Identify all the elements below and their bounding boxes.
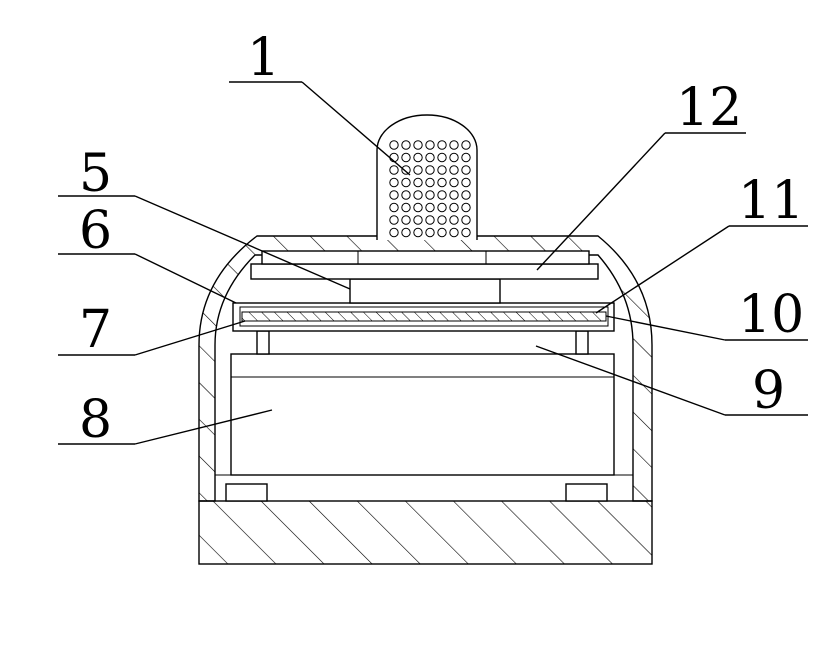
perforation-hole — [437, 177, 447, 188]
perforation-hole — [461, 140, 471, 150]
perforation-hole — [401, 227, 411, 238]
leader-10-pointer — [605, 315, 726, 341]
cap-perforations — [389, 140, 471, 238]
perforation-hole — [461, 165, 471, 175]
base-block — [198, 500, 653, 565]
label-10: 10 — [738, 285, 804, 345]
perforation-hole — [461, 152, 471, 163]
component-12-top-plate — [261, 250, 590, 265]
component-5-block — [349, 278, 501, 304]
leader-5-pointer — [134, 195, 351, 290]
perforation-hole — [449, 177, 459, 188]
perforation-hole — [437, 165, 447, 175]
perforation-hole — [437, 215, 447, 225]
perforation-hole — [401, 202, 411, 213]
perforation-hole — [401, 140, 411, 150]
leader-8-pointer — [134, 409, 273, 445]
label-6: 6 — [79, 201, 112, 261]
leader-12-pointer — [536, 132, 666, 271]
perforation-hole — [401, 152, 411, 163]
perforation-hole — [449, 152, 459, 163]
perforation-hole — [425, 190, 435, 200]
perforation-hole — [401, 215, 411, 225]
leader-11-pointer — [595, 225, 730, 314]
label-9: 9 — [752, 361, 785, 421]
outer-shell — [198, 235, 653, 502]
perforation-hole — [425, 140, 435, 150]
perforation-hole — [389, 215, 399, 225]
leader-9-pointer — [535, 345, 726, 416]
label-7: 7 — [79, 300, 112, 360]
left-foot — [225, 483, 268, 502]
perforation-hole — [425, 215, 435, 225]
perforation-hole — [389, 190, 399, 200]
perforation-hole — [413, 202, 423, 213]
perforation-hole — [437, 202, 447, 213]
perforation-hole — [449, 227, 459, 238]
leader-6-pointer — [134, 253, 237, 304]
perforation-hole — [389, 140, 399, 150]
perforation-hole — [425, 227, 435, 238]
leader-7-pointer — [134, 320, 246, 356]
component-8-box — [230, 353, 615, 476]
perforation-hole — [389, 202, 399, 213]
perforation-hole — [425, 202, 435, 213]
perforation-hole — [449, 140, 459, 150]
perforation-hole — [413, 177, 423, 188]
perforation-hole — [449, 165, 459, 175]
perforation-hole — [413, 227, 423, 238]
perforation-hole — [389, 165, 399, 175]
leader-1-pointer — [301, 81, 411, 176]
label-5: 5 — [79, 144, 112, 204]
perforation-hole — [425, 165, 435, 175]
label-11: 11 — [738, 171, 804, 231]
label-12: 12 — [676, 78, 742, 138]
perforation-hole — [461, 202, 471, 213]
component-7-strip — [241, 311, 607, 322]
component-9-left-support — [256, 330, 270, 355]
perforation-hole — [449, 190, 459, 200]
perforation-hole — [461, 177, 471, 188]
perforation-hole — [461, 215, 471, 225]
perforation-hole — [401, 165, 411, 175]
perforation-hole — [413, 152, 423, 163]
perforation-hole — [437, 190, 447, 200]
perforation-hole — [413, 190, 423, 200]
perforation-hole — [449, 202, 459, 213]
perforation-hole — [425, 152, 435, 163]
perforation-hole — [389, 227, 399, 238]
perforation-hole — [401, 190, 411, 200]
component-12-plate — [250, 263, 599, 280]
right-foot — [565, 483, 608, 502]
perforation-hole — [461, 190, 471, 200]
perforation-hole — [401, 177, 411, 188]
label-1: 1 — [247, 28, 280, 88]
component-9-right-support — [575, 330, 589, 355]
perforation-hole — [437, 227, 447, 238]
perforation-hole — [461, 227, 471, 238]
label-8: 8 — [79, 390, 112, 450]
perforation-hole — [437, 152, 447, 163]
perforation-hole — [449, 215, 459, 225]
perforation-hole — [413, 165, 423, 175]
perforation-hole — [413, 215, 423, 225]
perforation-hole — [389, 177, 399, 188]
perforation-hole — [413, 140, 423, 150]
perforation-hole — [425, 177, 435, 188]
perforation-hole — [437, 140, 447, 150]
